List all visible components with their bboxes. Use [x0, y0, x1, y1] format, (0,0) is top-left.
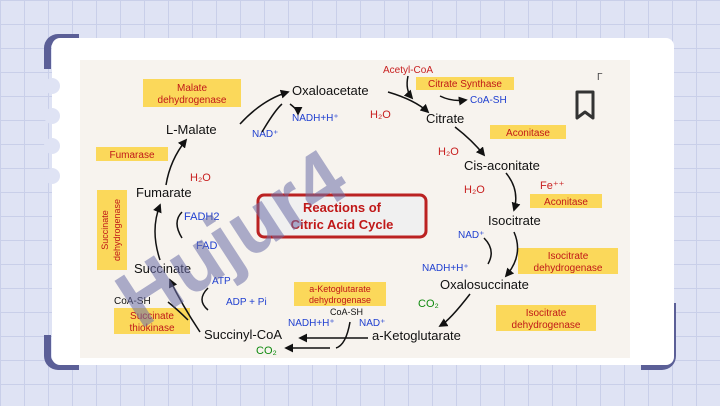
cofactor-coa-sh-top: CoA-SH: [470, 95, 507, 106]
cofactor-fadh2: FADH2: [184, 211, 219, 223]
arrow-fumarate-malate: [165, 138, 188, 186]
arrow-citrate-cis: [454, 126, 486, 157]
enzyme-akg-dh-line1: a-Ketoglutarate: [309, 284, 371, 294]
metabolite-labels: Acetyl-CoA Oxaloacetate Citrate Cis-acon…: [134, 65, 541, 343]
cofactor-nadh-akg: NADH+H⁺: [288, 318, 335, 329]
cofactor-atp: ATP: [212, 276, 231, 287]
cofactor-fad: FAD: [196, 240, 217, 252]
cofactor-nad-malate: NAD⁺: [252, 129, 278, 140]
arrow-succinylcoa-succinate: [169, 278, 201, 333]
cofactor-h2o-citrate: H₂O: [370, 109, 391, 121]
metabolite-acetyl-coa: Acetyl-CoA: [383, 65, 433, 76]
cofactor-adp-pi: ADP + Pi: [226, 297, 267, 308]
metabolite-oxalosuccinate: Oxalosuccinate: [440, 277, 529, 292]
cofactor-h2o-isocitrate: H₂O: [464, 184, 485, 196]
enzyme-akg-dh-line2: dehydrogenase: [309, 295, 371, 305]
arrow-nad-akg-loop: [335, 321, 351, 349]
enzyme-isocitrate-dh-2-line1: Isocitrate: [526, 308, 567, 319]
metabolite-oxaloacetate: Oxaloacetate: [292, 83, 369, 98]
arrow-nadh-malate: [289, 103, 303, 116]
arrow-malate-oxaloacetate: [239, 89, 290, 125]
cofactor-coa-sh-left: CoA-SH: [114, 296, 151, 307]
enzyme-citrate-synthase: Citrate Synthase: [428, 79, 502, 90]
bookmark-icon[interactable]: [569, 86, 601, 126]
card-notch: [44, 78, 60, 94]
metabolite-l-malate: L-Malate: [166, 122, 217, 137]
enzyme-succinate-thiokinase-line2: thiokinase: [129, 323, 174, 334]
corner-mark: Γ: [597, 72, 603, 83]
cofactor-nadh-malate: NADH+H⁺: [292, 113, 339, 124]
enzyme-succinate-thiokinase-line1: Succinate: [130, 311, 174, 322]
diagram-image: Reactions of Citric Acid Cycle Malate de…: [80, 60, 630, 358]
arrow-nad-iso-loop: [483, 237, 492, 265]
citric-acid-cycle-diagram: Reactions of Citric Acid Cycle Malate de…: [96, 65, 618, 357]
arrow-nad-malate: [261, 103, 283, 133]
card-notch: [44, 138, 60, 154]
arrow-cis-isocitrate: [505, 172, 521, 212]
title-line-1: Reactions of: [303, 200, 382, 215]
arrow-succinate-fumarate: [153, 203, 162, 261]
arrow-oxalosuccinate-akg: [438, 293, 471, 327]
metabolite-succinyl-coa: Succinyl-CoA: [204, 327, 282, 342]
diagram-title: Reactions of Citric Acid Cycle: [256, 193, 428, 239]
enzyme-labels: Malate dehydrogenase Citrate Synthase Ac…: [96, 77, 618, 334]
enzyme-isocitrate-dh-1-line1: Isocitrate: [548, 251, 589, 262]
cofactor-h2o-cis: H₂O: [438, 146, 459, 158]
cofactor-labels: CoA-SH H₂O H₂O H₂O Fe⁺⁺ NAD⁺ NADH+H⁺ CO₂…: [114, 95, 565, 357]
enzyme-isocitrate-dh-1-line2: dehydrogenase: [534, 263, 603, 274]
metabolite-a-ketoglutarate: a-Ketoglutarate: [372, 328, 461, 343]
enzyme-fumarase: Fumarase: [109, 150, 154, 161]
enzyme-succinate-dh-line2: dehydrogenase: [112, 199, 122, 261]
cofactor-co2-bottom: CO₂: [256, 345, 277, 357]
arrow-acetylcoa-in: [403, 75, 414, 100]
cofactor-coa-sh-akg: CoA-SH: [330, 307, 363, 317]
metabolite-citrate: Citrate: [426, 111, 464, 126]
arrow-atp-loop: [201, 287, 209, 311]
enzyme-malate-dh-line1: Malate: [177, 83, 207, 94]
enzyme-succinate-dh-line1: Succinate: [100, 210, 110, 250]
metabolite-succinate: Succinate: [134, 261, 191, 276]
metabolite-cis-aconitate: Cis-aconitate: [464, 158, 540, 173]
cofactor-nad-iso: NAD⁺: [458, 230, 484, 241]
arrow-isocitrate-oxalosuccinate: [504, 231, 519, 278]
metabolite-isocitrate: Isocitrate: [488, 213, 541, 228]
cofactor-nad-akg: NAD⁺: [359, 318, 385, 329]
enzyme-aconitase-1: Aconitase: [506, 128, 550, 139]
card-notch: [44, 168, 60, 184]
enzyme-malate-dh-line2: dehydrogenase: [158, 95, 227, 106]
cofactor-fe: Fe⁺⁺: [540, 180, 565, 192]
enzyme-isocitrate-dh-2-line2: dehydrogenase: [512, 320, 581, 331]
arrow-oxaloacetate-citrate: [387, 91, 430, 114]
card-notch: [44, 108, 60, 124]
enzyme-aconitase-2: Aconitase: [544, 197, 588, 208]
metabolite-fumarate: Fumarate: [136, 185, 192, 200]
cofactor-co2-oxalo: CO₂: [418, 298, 439, 310]
cofactor-nadh-iso: NADH+H⁺: [422, 263, 469, 274]
arrow-coash-out: [439, 95, 468, 106]
arrow-coa-left: [167, 301, 189, 321]
arrow-fad-loop: [176, 211, 183, 239]
title-line-2: Citric Acid Cycle: [291, 217, 394, 232]
cofactor-h2o-fumarate: H₂O: [190, 172, 211, 184]
reaction-arrows: [153, 75, 521, 353]
